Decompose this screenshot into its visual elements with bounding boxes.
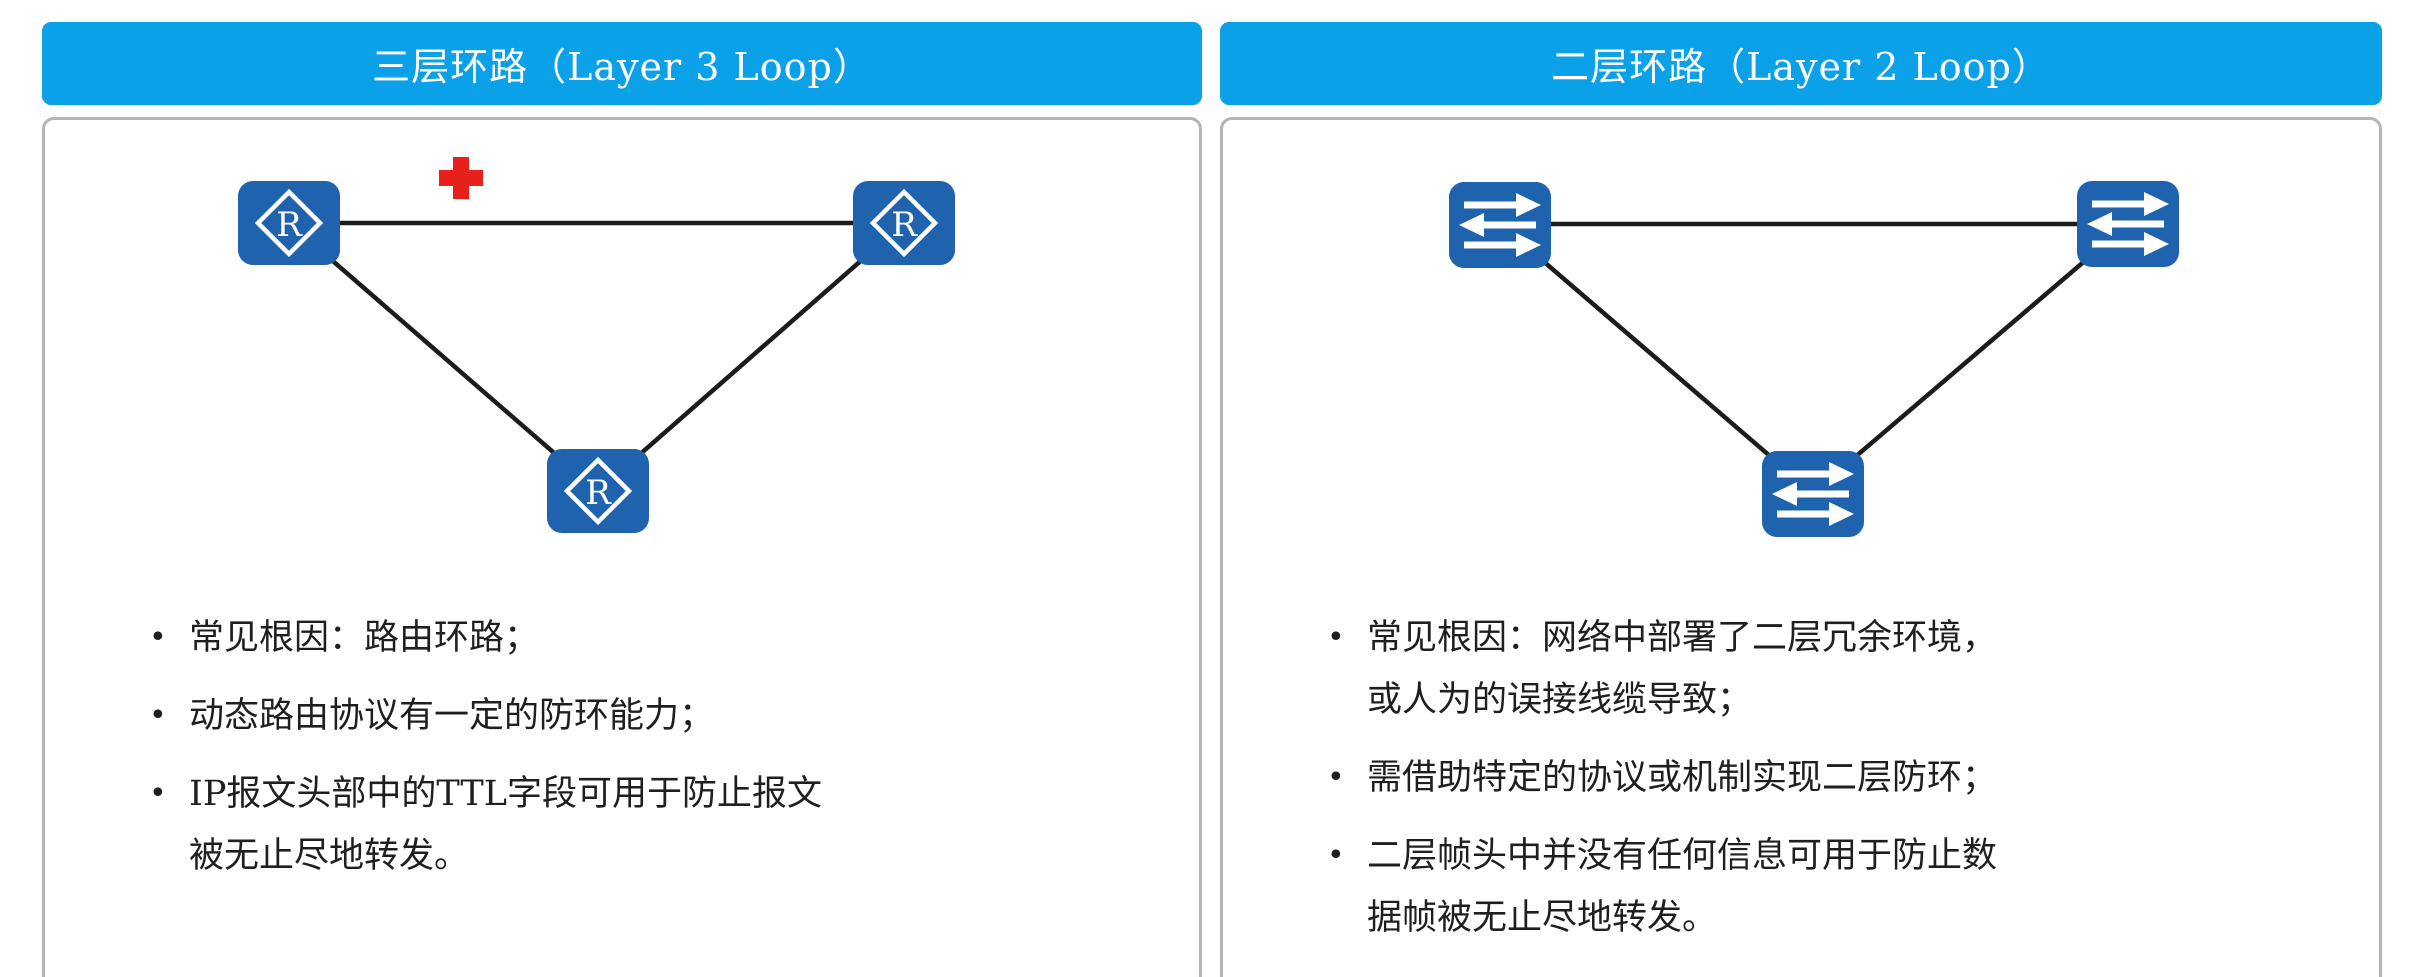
bullet-marker: • xyxy=(1327,838,1345,873)
switch-icon-top-right xyxy=(2076,180,2180,272)
bullet-item: • 动态路由协议有一定的防环能力； xyxy=(149,685,822,747)
router-icon-top-left: R xyxy=(237,180,341,270)
switch-icon-top-left xyxy=(1448,181,1552,273)
bullet-marker: • xyxy=(149,698,167,733)
bullet-marker: • xyxy=(1327,760,1345,795)
bullet-marker: • xyxy=(149,620,167,655)
bullet-line: 被无止尽地转发。 xyxy=(189,836,470,876)
bullet-line: 常见根因：路由环路； xyxy=(189,618,540,658)
layer2-body: • 常见根因：网络中部署了二层冗余环境， 或人为的误接线缆导致； • 需借助特定… xyxy=(1220,117,2382,977)
layer3-header: 三层环路（Layer 3 Loop） xyxy=(42,22,1202,105)
bullet-item: • 二层帧头中并没有任何信息可用于防止数 据帧被无止尽地转发。 xyxy=(1327,825,1997,949)
layer3-title: 三层环路（Layer 3 Loop） xyxy=(372,45,872,89)
layer2-bullet-list: • 常见根因：网络中部署了二层冗余环境， 或人为的误接线缆导致； • 需借助特定… xyxy=(1327,607,1997,965)
bullet-marker: • xyxy=(149,776,167,811)
bullet-line: 二层帧头中并没有任何信息可用于防止数 xyxy=(1367,836,1998,876)
layer2-title: 二层环路（Layer 2 Loop） xyxy=(1551,45,2051,89)
bullet-marker: • xyxy=(1327,620,1345,655)
router-letter: R xyxy=(891,205,918,245)
bullet-line: IP报文头部中的TTL字段可用于防止报文 xyxy=(189,774,822,814)
bullet-line: 或人为的误接线缆导致； xyxy=(1367,680,1753,720)
layer3-body: R R R xyxy=(42,117,1202,977)
switch-icon-bottom xyxy=(1761,450,1865,542)
layer2-header: 二层环路（Layer 2 Loop） xyxy=(1220,22,2382,105)
router-letter: R xyxy=(276,205,303,245)
bullet-item: • 需借助特定的协议或机制实现二层防环； xyxy=(1327,747,1997,809)
router-icon-top-right: R xyxy=(852,180,956,270)
layer3-topology-links xyxy=(287,220,906,493)
bullet-line: 常见根因：网络中部署了二层冗余环境， xyxy=(1367,618,1998,658)
layer3-bullet-list: • 常见根因：路由环路； • 动态路由协议有一定的防环能力； • IP报文头部中… xyxy=(149,607,822,903)
bullet-line: 需借助特定的协议或机制实现二层防环； xyxy=(1367,758,1998,798)
bullet-item: • 常见根因：路由环路； xyxy=(149,607,822,669)
layer2-panel: 二层环路（Layer 2 Loop） xyxy=(1220,22,2382,977)
layer3-panel: 三层环路（Layer 3 Loop） R xyxy=(42,22,1202,977)
router-icon-bottom: R xyxy=(546,448,650,538)
loop-failure-cross-icon xyxy=(437,155,485,205)
layer2-topology-links xyxy=(1498,221,2130,495)
bullet-item: • IP报文头部中的TTL字段可用于防止报文 被无止尽地转发。 xyxy=(149,763,822,887)
bullet-line: 动态路由协议有一定的防环能力； xyxy=(189,696,715,736)
router-letter: R xyxy=(585,473,612,513)
bullet-line: 据帧被无止尽地转发。 xyxy=(1367,898,1718,938)
bullet-item: • 常见根因：网络中部署了二层冗余环境， 或人为的误接线缆导致； xyxy=(1327,607,1997,731)
